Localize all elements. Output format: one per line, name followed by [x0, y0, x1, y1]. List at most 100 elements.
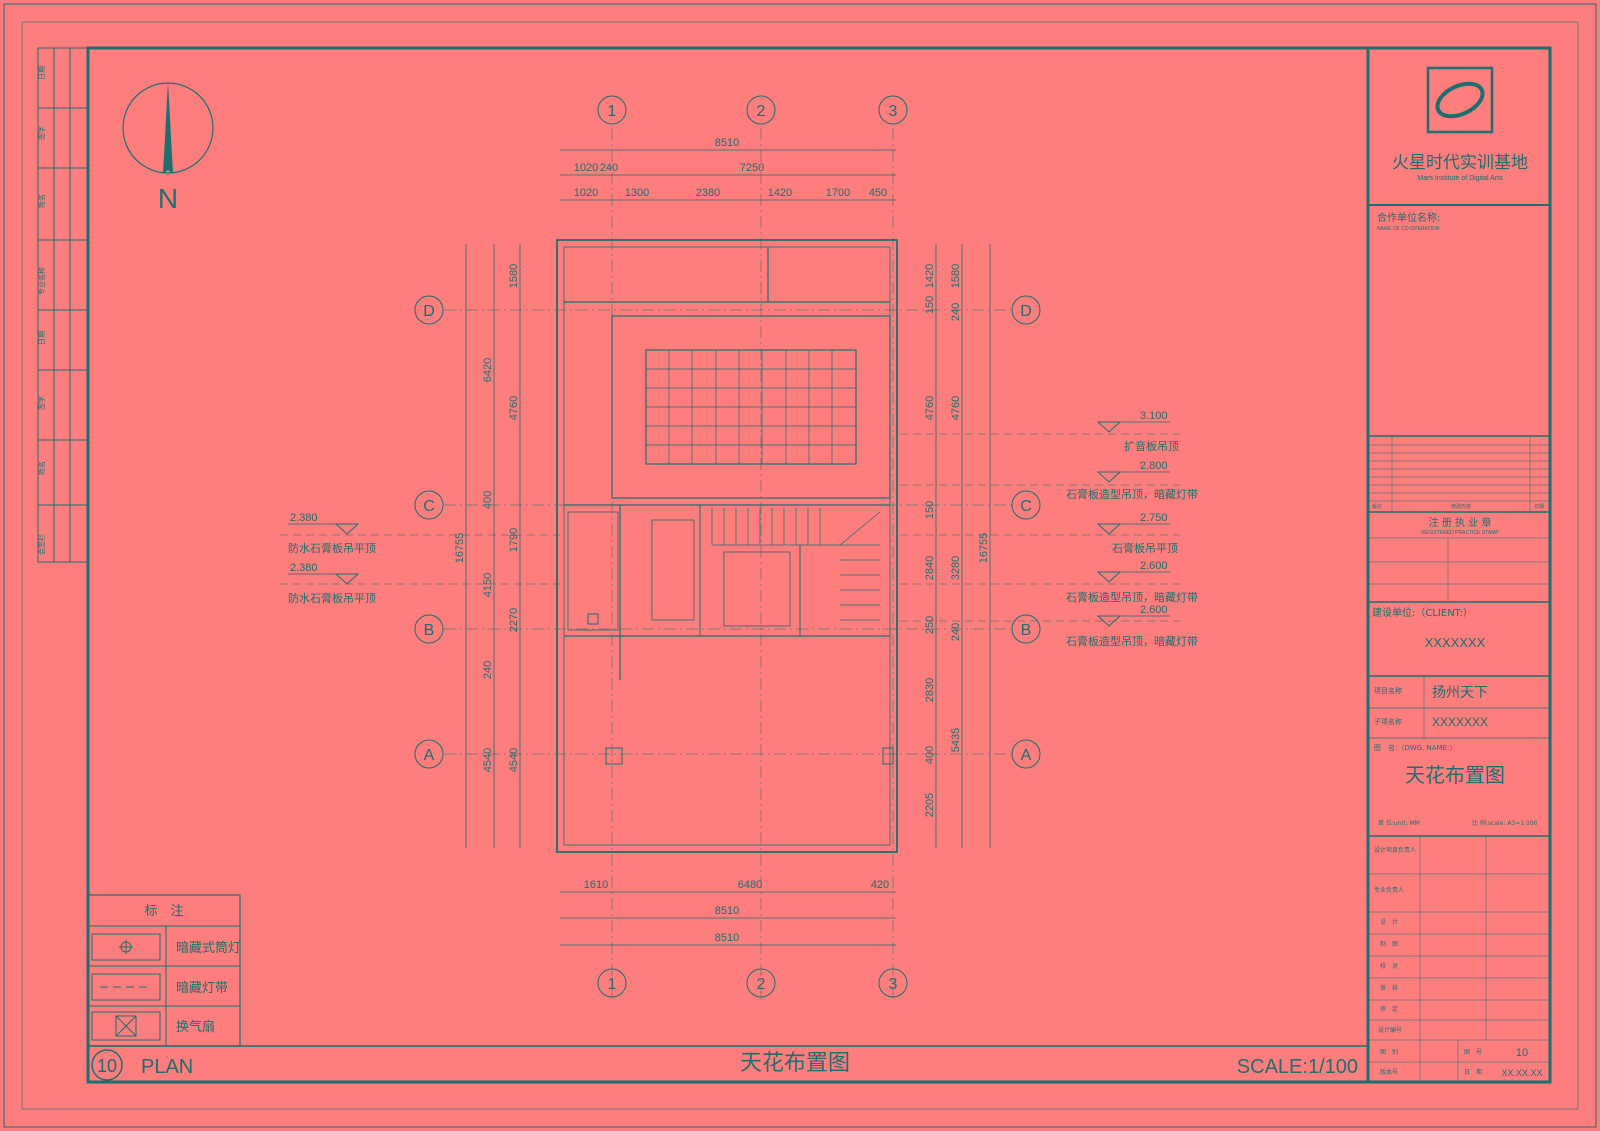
dim-right-inner: 1420: [924, 264, 936, 288]
left-signature-strip: 日期 签字 姓名 专业名称 日期 签字 姓名 会签栏: [37, 47, 89, 563]
dim-right-inner: 400: [924, 746, 936, 764]
role-label: 审 核: [1380, 984, 1398, 992]
dim-left-detail: 4540: [508, 748, 520, 772]
dim-top-detail: 1420: [768, 187, 792, 199]
strip-label: 日期: [38, 331, 46, 345]
role-label: 图 别: [1380, 1048, 1398, 1056]
level-label: 防水石膏板吊平顶: [288, 541, 376, 555]
company-logo: [1426, 66, 1494, 134]
legend-item: 暗藏灯带: [176, 981, 228, 996]
dim-right-outer: 240: [950, 303, 962, 321]
inner-border: [21, 21, 1579, 1110]
strip-label: 日期: [38, 66, 46, 80]
level-value: 2.750: [1140, 512, 1168, 524]
dim-top-detail: 450: [869, 187, 887, 199]
level-label: 防水石膏板吊平顶: [288, 591, 376, 605]
legend-title: 标 注: [144, 904, 183, 919]
role-label: 版本号: [1380, 1068, 1398, 1076]
level-value: 2.600: [1140, 604, 1168, 616]
dim-left-total: 16755: [454, 533, 466, 564]
dim-left-detail: 1580: [508, 264, 520, 288]
level-label: 扩音板吊顶: [1124, 439, 1179, 453]
north-arrow: N: [122, 82, 214, 214]
dim-left-detail: 240: [482, 661, 494, 679]
dim-right-inner: 250: [924, 616, 936, 634]
role-label: 专业负责人: [1374, 886, 1404, 894]
strip-label: 姓名: [37, 461, 46, 475]
axis-1-top: 1: [608, 103, 617, 120]
dimensions-bottom: 1610 6480 420 8510 8510: [560, 879, 896, 946]
stamp-label-en: REGISTERED PRACTICE STAMP: [1421, 530, 1499, 536]
drawing-footer: 10 PLAN 天花布置图 SCALE:1/100: [91, 1049, 1358, 1081]
role-label: 设计项目负责人: [1374, 846, 1416, 854]
dim-left-mid: 4150: [482, 573, 494, 597]
axis-A-left: A: [424, 747, 435, 764]
scale-note: 比 例:scale: A3=1:100: [1472, 819, 1538, 827]
role-label: 制 图: [1380, 940, 1398, 948]
unit: 单 位:unit: MM: [1378, 819, 1420, 827]
dim-bottom-detail: 420: [871, 879, 889, 891]
dim-top-detail: 1700: [826, 187, 850, 199]
strip-label: 专业名称: [37, 267, 46, 295]
level-value: 2.600: [1140, 560, 1168, 572]
legend-item: 换气扇: [176, 1019, 215, 1035]
role-label: 设 计: [1380, 918, 1398, 926]
drawing-name-label: 图 名:（DWG. NAME:）: [1374, 743, 1456, 752]
revision-table: 版次 修改内容 日期: [1368, 436, 1550, 512]
level-label: 石膏板造型吊顶，暗藏灯带: [1066, 634, 1198, 648]
subproject-value: XXXXXXX: [1432, 715, 1488, 729]
coop-label-en: NAME OF CO-OPERATION:: [1377, 226, 1441, 232]
dim-right-inner: 2840: [924, 556, 936, 580]
axis-2-top: 2: [757, 103, 766, 120]
strip-label: 签字: [37, 126, 46, 140]
dim-right-inner: 2830: [924, 678, 936, 702]
acoustic-grid: [646, 350, 856, 464]
dim-right-inner: 2205: [924, 793, 936, 817]
dimensions-left: 16755 6420 4150 4540 1580 4760 400 1790 …: [454, 244, 521, 848]
dim-left-detail: 4760: [508, 396, 520, 420]
dim-right-outer: 5435: [950, 728, 962, 752]
rev-col: 修改内容: [1451, 503, 1471, 510]
level-value: 2.380: [290, 562, 318, 574]
axis-1-bottom: 1: [608, 976, 617, 993]
dim-bottom-total-1: 8510: [715, 905, 739, 917]
level-label: 石膏板吊平顶: [1112, 541, 1178, 555]
dim-left-detail: 2270: [508, 608, 520, 632]
dim-left-mid: 6420: [482, 358, 494, 382]
dim-left-detail: 400: [482, 491, 494, 509]
role-label: 审 定: [1380, 1005, 1398, 1013]
exhaust-fan-icon: [115, 1015, 137, 1037]
strip-label: 签字: [37, 396, 46, 410]
rev-col: 版次: [1372, 503, 1382, 510]
dim-right-inner: 150: [924, 501, 936, 519]
dim-right-inner: 150: [924, 296, 936, 314]
dim-top-mid: 1020: [574, 162, 598, 174]
client-value: XXXXXXX: [1425, 635, 1486, 650]
rev-col: 日期: [1534, 504, 1544, 510]
footer-plan: PLAN: [141, 1056, 193, 1078]
level-annotations-right: 3.100 扩音板吊顶 2.800 石膏板造型吊顶，暗藏灯带 2.750 石膏板…: [900, 410, 1198, 648]
date-label: 日 期: [1464, 1068, 1482, 1076]
level-label: 石膏板造型吊顶，暗藏灯带: [1066, 590, 1198, 604]
level-value: 2.380: [290, 512, 318, 524]
axis-B-right: B: [1021, 622, 1032, 639]
strip-label: 姓名: [37, 194, 46, 208]
footer-title: 天花布置图: [740, 1051, 850, 1076]
level-annotations-left: 2.380 防水石膏板吊平顶 2.380 防水石膏板吊平顶: [280, 512, 560, 605]
title-block: 火星时代实训基地 Mars Institute of Digital Arts …: [1368, 66, 1550, 1082]
floor-plan: [556, 239, 898, 853]
axis-3-bottom: 3: [889, 976, 898, 993]
drawing-name: 天花布置图: [1405, 763, 1505, 787]
dim-top-mid: 7250: [740, 162, 764, 174]
company-name: 火星时代实训基地: [1392, 153, 1528, 173]
coop-label: 合作单位名称:: [1377, 211, 1440, 224]
level-value: 2.800: [1140, 460, 1168, 472]
level-value: 3.100: [1140, 410, 1168, 422]
axis-bubbles-rows: D C B A D C B A: [414, 295, 1041, 769]
footer-scale: SCALE:1/100: [1237, 1056, 1358, 1078]
dim-top-detail: 2380: [696, 187, 720, 199]
dim-right-outer: 240: [950, 623, 962, 641]
sheet-no: 10: [1516, 1047, 1528, 1059]
axis-B-left: B: [424, 622, 435, 639]
stamp-label: 注 册 执 业 章: [1429, 516, 1492, 529]
